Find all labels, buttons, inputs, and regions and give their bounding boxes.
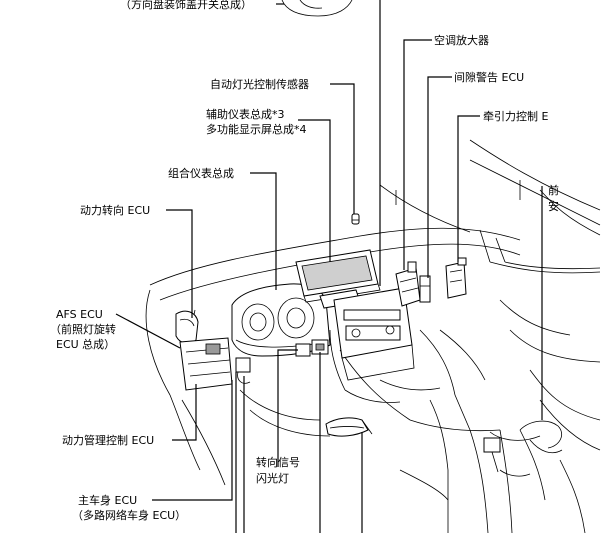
label-multiplex-body-ecu: （多路网络车身 ECU）: [72, 508, 186, 522]
under-dash-module-drawing: [325, 417, 373, 437]
ac-amplifier-drawing: [395, 261, 431, 307]
label-turn-signal-1: 转向信号: [256, 455, 300, 469]
label-steering-switch: （方向盘装饰盖开关总成）: [120, 0, 252, 11]
labels: （方向盘装饰盖开关总成） 空调放大器 自动灯光控制传感器 间隙警告 ECU 辅助…: [50, 0, 559, 522]
label-combination-meter: 组合仪表总成: [168, 166, 234, 180]
center-panel-drawing: [333, 287, 415, 381]
leader-lines: [115, 0, 543, 533]
label-turn-signal-2: 闪光灯: [256, 471, 289, 485]
label-power-steering-ecu: 动力转向 ECU: [80, 203, 150, 217]
vehicle-line-art: [145, 0, 601, 533]
label-main-body-ecu: 主车身 ECU: [78, 493, 137, 507]
label-afs-ecu-sub1: （前照灯旋转: [50, 322, 116, 336]
label-front-a: 前: [548, 183, 559, 197]
label-afs-ecu-title: AFS ECU: [56, 308, 103, 321]
turn-signal-flasher-drawing: [295, 339, 329, 357]
traction-control-ecu-drawing: [445, 257, 467, 299]
label-traction-control: 牵引力控制 E: [483, 109, 548, 123]
afs-ecu-drawing: [175, 310, 251, 391]
combination-meter-drawing: [231, 283, 331, 357]
component-drawings: [175, 213, 563, 477]
label-afs-ecu-sub2: ECU 总成）: [56, 337, 115, 351]
label-clearance-warning-ecu: 间隙警告 ECU: [454, 70, 524, 84]
label-multi-display: 多功能显示屏总成*4: [206, 122, 307, 136]
multi-display-drawing: [295, 249, 381, 309]
right-harness-drawing: [483, 420, 563, 477]
label-ac-amplifier: 空调放大器: [434, 33, 489, 47]
auto-light-sensor-drawing: [351, 213, 360, 225]
label-aux-meter: 辅助仪表总成*3: [206, 107, 285, 121]
label-power-management-ecu: 动力管理控制 ECU: [62, 433, 154, 447]
label-auto-light-sensor: 自动灯光控制传感器: [210, 77, 309, 91]
label-front-b: 安: [548, 199, 559, 213]
